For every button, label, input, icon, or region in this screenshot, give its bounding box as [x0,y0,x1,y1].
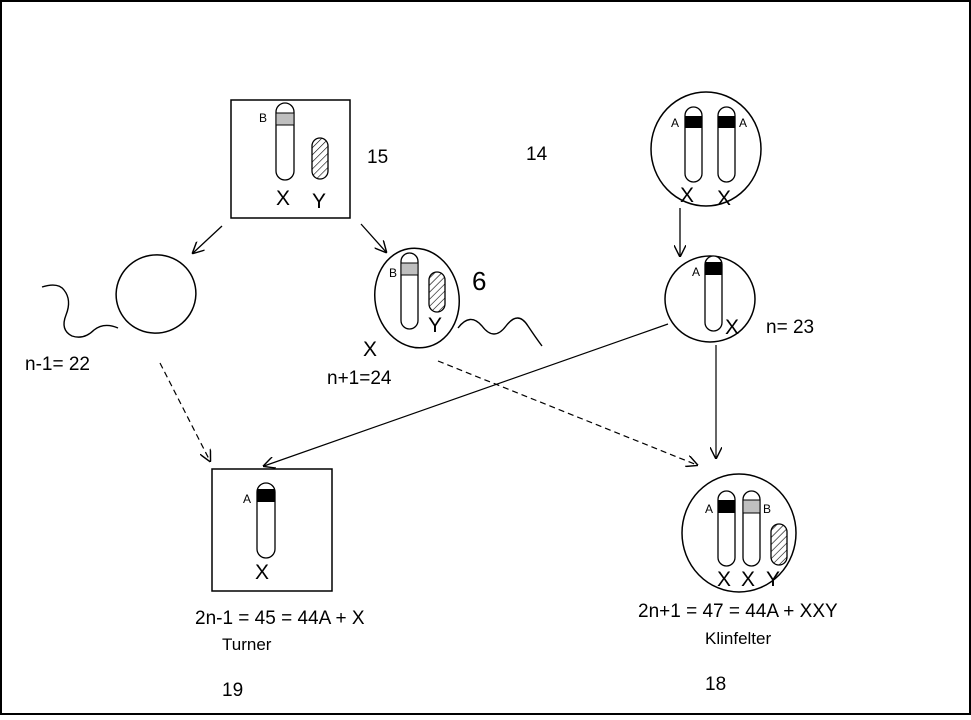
turner-zygote-box [211,468,333,592]
gene-label-a: A [243,492,251,506]
gene-label-b: B [763,502,771,516]
label-18: 18 [705,674,726,695]
y-chromosome [311,137,329,180]
label-15: 15 [367,147,388,168]
arrow-father-to-xy-sperm [360,223,386,252]
mother-cell-circle [650,91,762,207]
gene-label-b: B [259,111,267,125]
klinefelter-name: Klinfelter [705,629,771,648]
gene-label-a: A [692,265,700,279]
mother-cell: A A X X [650,91,762,210]
sperm-xy-head [373,247,461,349]
arrow-egg-to-turner [264,323,669,466]
chromosome-label-x: X [363,338,377,361]
klinefelter-formula: 2n+1 = 47 = 44A + XXY [638,601,838,622]
y-chromosome [428,271,446,313]
arrow-dashed-xy-sperm-to-klinefelter [437,360,697,465]
label-n-23: n= 23 [766,317,814,338]
sperm-xy-tail [457,317,543,347]
x-chromosome-a-right [717,106,736,183]
label-6: 6 [472,266,486,296]
turner-formula: 2n-1 = 45 = 44A + X [195,608,365,629]
x-chromosome-a [704,255,723,332]
sperm-empty-head [115,254,197,334]
chromosome-label-y: Y [766,568,780,591]
x-chromosome-a-left [684,106,703,183]
chromosome-label-x: X [255,561,269,584]
egg-cell: A X [664,255,756,343]
label-19: 19 [222,680,243,701]
gene-label-a: A [671,116,679,130]
label-n-plus-1: n+1=24 [327,368,392,389]
gene-label-b: B [389,266,397,280]
sperm-empty [41,254,197,338]
klinefelter-zygote-circle [681,473,797,593]
chromosome-label-y: Y [312,190,326,213]
chromosome-label-x: X [725,316,739,339]
father-cell-box [230,99,351,219]
x-chromosome-b [275,102,295,181]
turner-zygote: A X [211,468,333,592]
egg-cell-circle [664,255,756,343]
chromosome-label-x: X [276,187,290,210]
chromosome-label-y: Y [428,314,442,337]
label-14: 14 [526,144,548,165]
sperm-empty-tail [41,284,119,338]
turner-name: Turner [222,635,272,654]
klinefelter-zygote: A B X X Y [681,473,797,593]
chromosome-label-x: X [717,187,731,210]
label-n-minus-1: n-1= 22 [25,354,90,375]
chromosome-label-x: X [717,568,731,591]
arrow-father-to-empty-sperm [193,225,223,253]
gene-label-a: A [705,502,713,516]
gene-label-a: A [739,116,747,130]
sperm-xy: B Y [373,247,543,349]
chromosome-label-x: X [680,184,694,207]
father-cell: B X Y [230,99,351,219]
x-chromosome-b [400,252,419,330]
arrow-dashed-empty-sperm-to-turner [159,362,210,461]
x-chromosome-a [256,482,276,559]
y-chromosome [770,523,788,566]
x-chromosome-a [717,490,736,567]
x-chromosome-b [742,490,761,567]
chromosome-label-x: X [741,568,755,591]
